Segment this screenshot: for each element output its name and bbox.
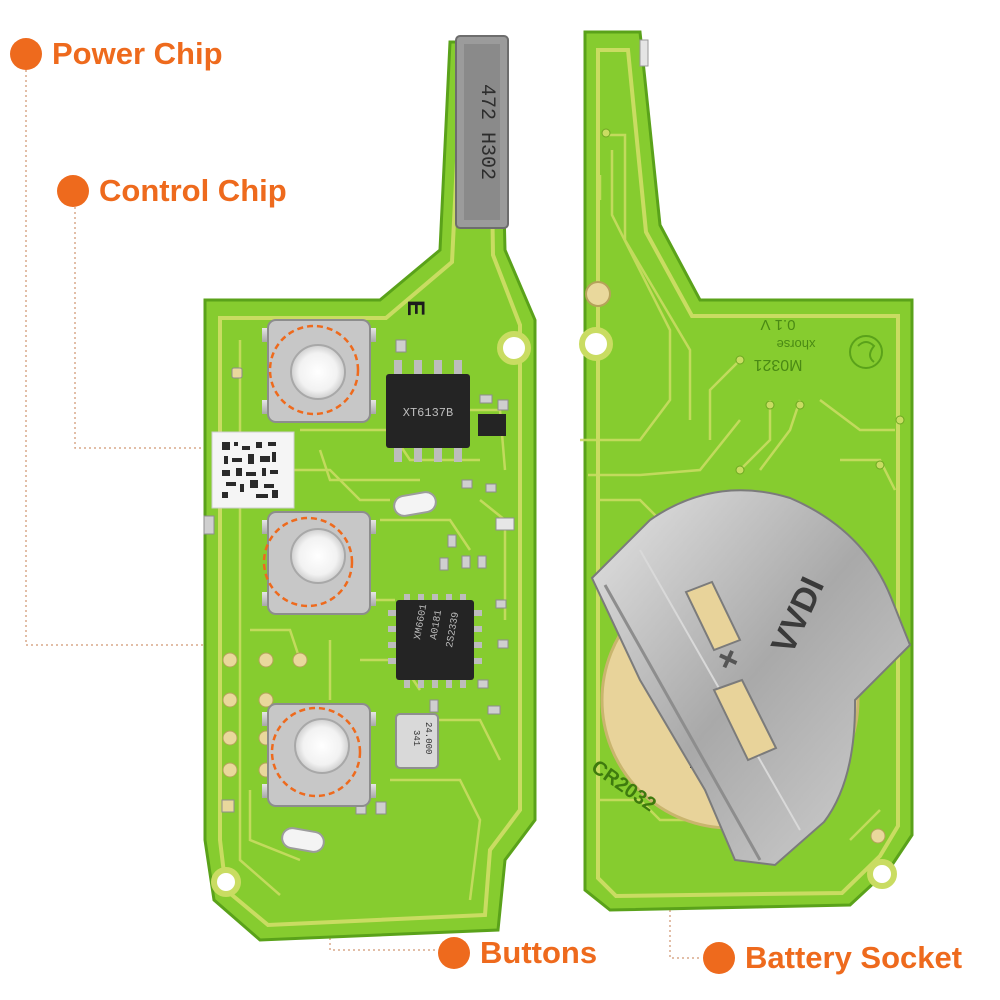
tact-button-3 [262,703,376,807]
qr-code [222,442,278,498]
crystal-marking-1: 24.000 [423,722,433,754]
flash-chip-marking: 472 H302 [475,84,498,180]
pcb-back: M0321 xhorse 0.1 V + VVDI CR2032 [579,30,914,912]
callout-buttons: Buttons [438,933,597,973]
gold-pad [585,281,611,307]
callout-control-chip-label: Control Chip [99,173,287,208]
tact-button-2 [262,511,376,615]
board-id-1: M0321 [753,356,802,373]
led [495,517,515,531]
svg-text:E: E [402,300,429,316]
callout-buttons-label: Buttons [480,935,598,970]
control-chip: XT6137B [386,360,470,462]
callout-dot [57,175,89,207]
board-id-2: xhorse [776,337,815,352]
crystal-capsule [281,827,325,853]
control-chip-marking: XT6137B [403,406,453,420]
crystal-capsule [393,491,437,517]
rf-chip-marking-2: A0181 [429,609,445,640]
tact-button-1 [262,319,376,423]
crystal-marking-2: 341 [411,730,421,746]
mount-hole [579,327,613,361]
callout-power-chip-label: Power Chip [52,36,223,71]
rf-chip: XM6601 A0181 2S2339 [388,594,482,688]
mount-hole [211,867,241,897]
leader-power-chip [25,70,236,646]
callout-dot [10,38,42,70]
callout-battery-socket-label: Battery Socket [745,940,963,975]
callout-dot [438,937,470,969]
callout-battery-socket: Battery Socket [703,938,962,978]
battery-clip: + VVDI [590,489,912,867]
xhorse-logo [849,335,883,369]
callout-control-chip: Control Chip [57,171,287,211]
board-id-3: 0.1 V [760,316,795,333]
mount-hole [867,859,897,889]
crystal-oscillator: 24.000 341 [395,713,439,769]
mount-hole [497,331,531,365]
callout-power-chip: Power Chip [10,34,223,74]
callout-dot [703,942,735,974]
pcb-front: 472 H302 E [203,35,537,942]
